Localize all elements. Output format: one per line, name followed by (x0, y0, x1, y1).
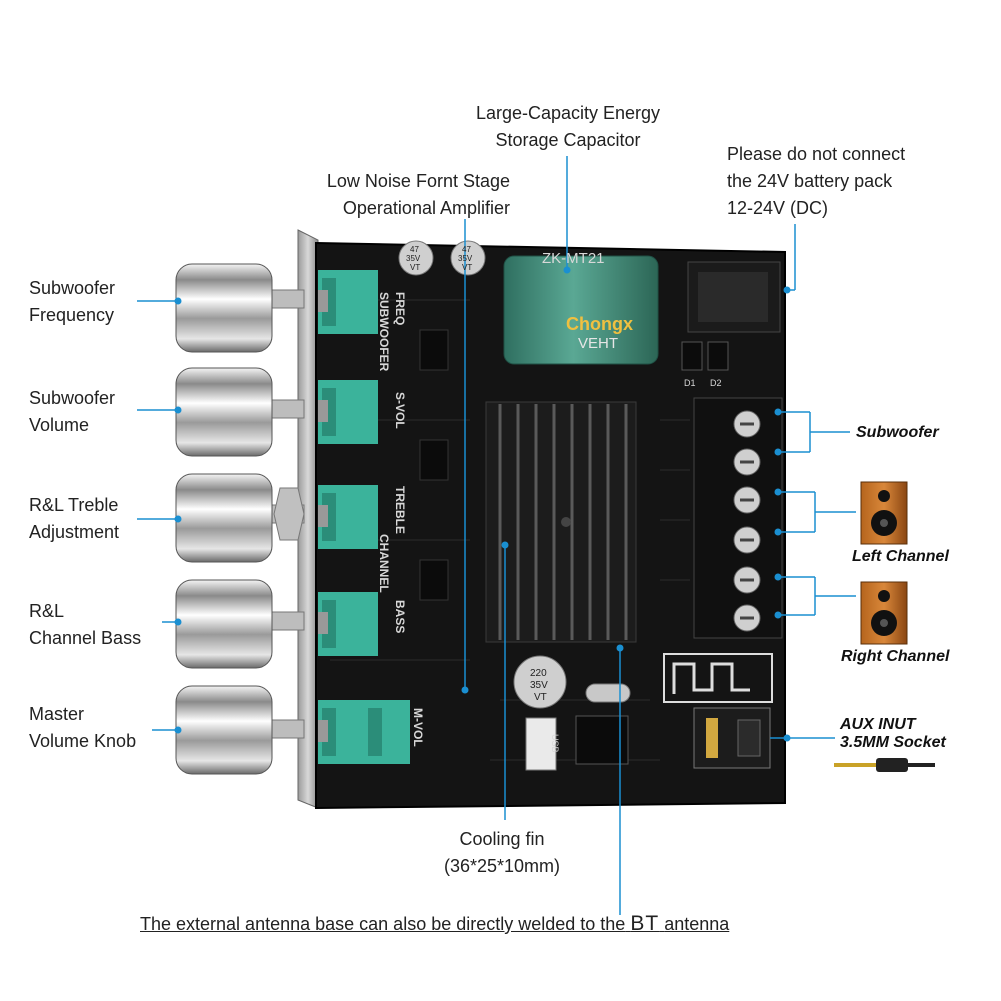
knobs (175, 263, 273, 775)
bt-antenna-pattern (663, 653, 773, 703)
cap-brand: Chongx (566, 314, 633, 334)
small-cap-2-value: 47 (462, 245, 471, 254)
board-model: ZK-MT21 (542, 250, 605, 267)
speaker-left (860, 481, 908, 545)
pot-label-freq: FREQ (393, 292, 407, 325)
usb-label: USB (550, 734, 560, 753)
callout-lines (137, 156, 856, 915)
aux-cable (834, 758, 935, 772)
label-output-right: Right Channel (841, 648, 950, 665)
big-cap-value: 220 (530, 668, 547, 679)
diode-d1: D1 (684, 378, 696, 388)
antenna-note-bt: BT (630, 912, 660, 935)
diode-d2: D2 (710, 378, 722, 388)
small-capacitors (398, 240, 486, 276)
small-cap-1-value: 47 (410, 245, 419, 254)
label-cooling-fin: Cooling fin(36*25*10mm) (443, 829, 561, 876)
pot-label-treble: TREBLE (393, 486, 407, 534)
label-output-left: Left Channel (852, 548, 949, 565)
speaker-right (860, 581, 908, 645)
big-cap-series: VT (534, 692, 547, 703)
antenna-note-before: The external antenna base can also be di… (140, 914, 626, 934)
pot-label-subwoofer: SUBWOOFER (377, 292, 391, 372)
small-cap-1-series: VT (410, 263, 420, 272)
cap-series: VEHT (578, 335, 618, 352)
antenna-note-after: antenna (664, 914, 730, 934)
potentiometers (318, 270, 410, 764)
pot-label-bass: BASS (393, 600, 407, 633)
small-cap-1-voltage: 35V (406, 254, 421, 263)
large-capacitor (503, 255, 659, 365)
pot-label-svol: S-VOL (393, 392, 407, 429)
antenna-note: The external antenna base can also be di… (140, 912, 729, 936)
big-cap-voltage: 35V (530, 680, 548, 691)
pot-label-channel: CHANNEL (377, 534, 391, 593)
small-cap-2-series: VT (462, 263, 472, 272)
terminal-block (693, 397, 783, 639)
small-cap-2-voltage: 35V (458, 254, 473, 263)
pot-label-mvol: M-VOL (411, 708, 425, 747)
label-output-subwoofer: Subwoofer (856, 424, 939, 441)
aux-capacitor (513, 655, 567, 709)
heatsink (485, 401, 637, 643)
